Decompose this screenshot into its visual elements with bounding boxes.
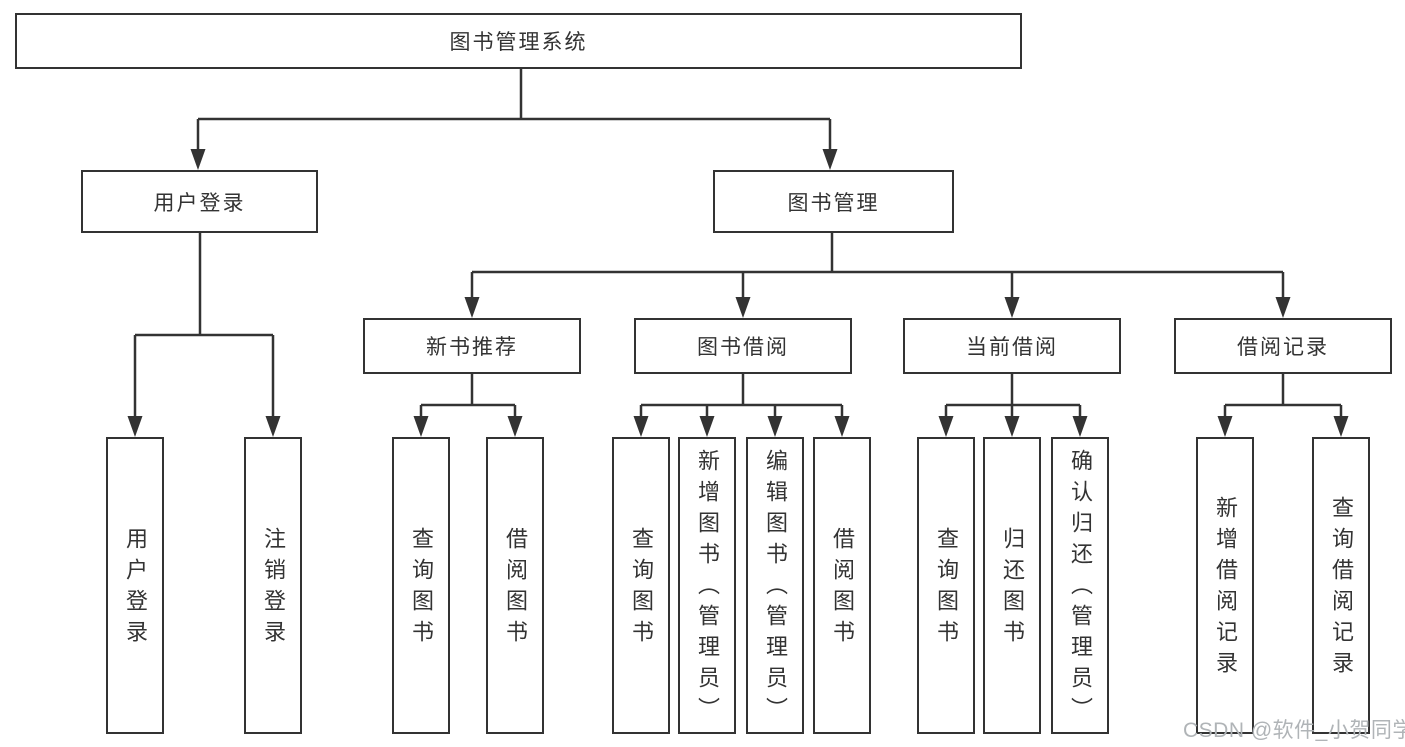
leaf-add-borrow-record: 新增借阅记录	[1196, 437, 1254, 734]
leaf-query-borrow-record: 查询借阅记录	[1312, 437, 1370, 734]
leaf-add-book-admin: 新增图书（管理员）	[678, 437, 736, 734]
leaf-confirm-return-admin: 确认归还（管理员）	[1051, 437, 1109, 734]
node-book-management: 图书管理	[713, 170, 954, 233]
leaf-query-books-borrowing: 查询图书	[612, 437, 670, 734]
node-new-book-recommendation: 新书推荐	[363, 318, 581, 374]
leaf-user-login: 用户登录	[106, 437, 164, 734]
leaf-query-books-recommend: 查询图书	[392, 437, 450, 734]
leaf-logout: 注销登录	[244, 437, 302, 734]
node-borrowing-records: 借阅记录	[1174, 318, 1392, 374]
leaf-query-books-current: 查询图书	[917, 437, 975, 734]
node-current-borrowing: 当前借阅	[903, 318, 1121, 374]
leaf-borrow-books-recommend: 借阅图书	[486, 437, 544, 734]
leaf-return-book: 归还图书	[983, 437, 1041, 734]
csdn-watermark: CSDN @软件_小贺同学	[1183, 719, 1405, 742]
node-library-management-system: 图书管理系统	[15, 13, 1022, 69]
leaf-edit-book-admin: 编辑图书（管理员）	[746, 437, 804, 734]
leaf-borrow-books-borrowing: 借阅图书	[813, 437, 871, 734]
node-user-login: 用户登录	[81, 170, 318, 233]
node-book-borrowing: 图书借阅	[634, 318, 852, 374]
